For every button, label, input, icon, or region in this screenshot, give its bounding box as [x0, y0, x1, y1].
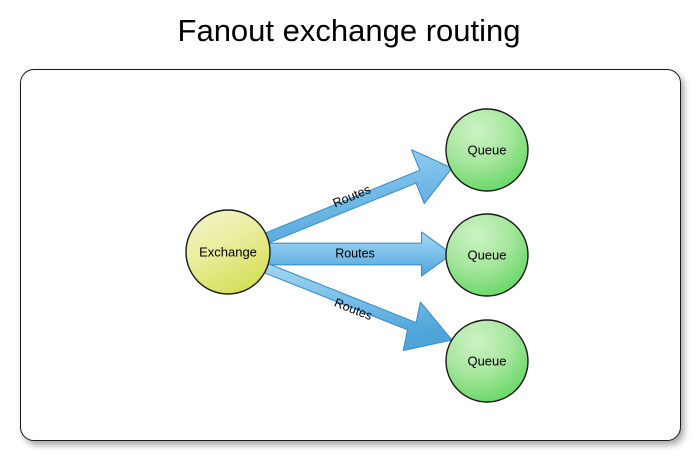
- diagram-canvas: [20, 69, 681, 441]
- page-title: Fanout exchange routing: [177, 13, 521, 48]
